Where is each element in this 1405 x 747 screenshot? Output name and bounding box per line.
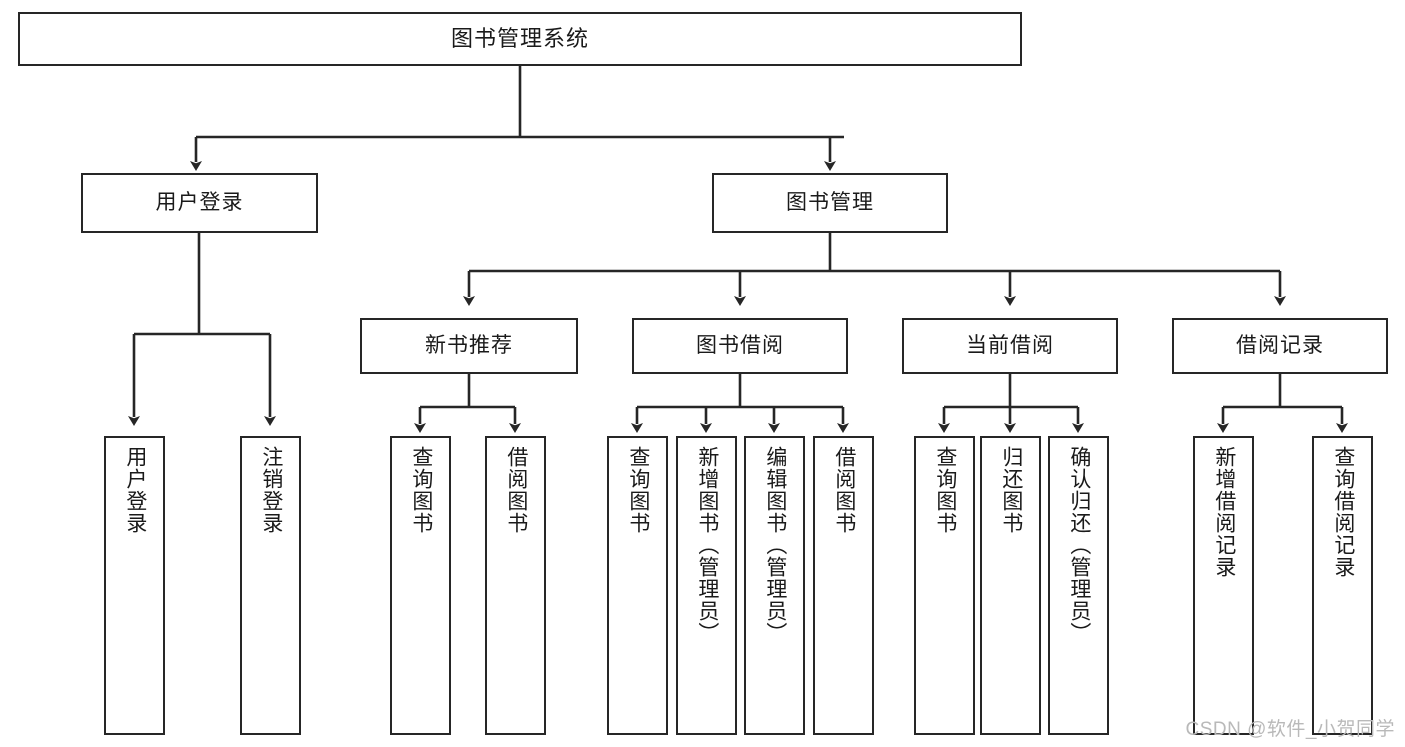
node-label: 查询图书 bbox=[626, 446, 650, 534]
leaf-record-query-record[interactable]: 查询借阅记录 bbox=[1312, 436, 1373, 735]
leaf-borrow-borrow-book[interactable]: 借阅图书 bbox=[813, 436, 874, 735]
node-root-system[interactable]: 图书管理系统 bbox=[18, 12, 1022, 66]
node-user-login[interactable]: 用户登录 bbox=[81, 173, 318, 233]
node-label: 确认归还（管理员） bbox=[1067, 446, 1091, 644]
leaf-recommend-borrow-book[interactable]: 借阅图书 bbox=[485, 436, 546, 735]
leaf-record-add-record[interactable]: 新增借阅记录 bbox=[1193, 436, 1254, 735]
node-label: 借阅图书 bbox=[504, 446, 528, 534]
node-label: 借阅记录 bbox=[1236, 334, 1324, 358]
node-label: 图书管理系统 bbox=[450, 25, 589, 51]
leaf-current-return-book[interactable]: 归还图书 bbox=[980, 436, 1041, 735]
leaf-user-login-logout[interactable]: 注销登录 bbox=[240, 436, 301, 735]
node-book-management[interactable]: 图书管理 bbox=[712, 173, 948, 233]
leaf-current-confirm-return-admin[interactable]: 确认归还（管理员） bbox=[1048, 436, 1109, 735]
leaf-borrow-query-book[interactable]: 查询图书 bbox=[607, 436, 668, 735]
node-book-borrow[interactable]: 图书借阅 bbox=[632, 318, 848, 374]
node-label: 图书管理 bbox=[786, 191, 874, 215]
node-label: 用户登录 bbox=[123, 446, 147, 534]
leaf-user-login-login[interactable]: 用户登录 bbox=[104, 436, 165, 735]
leaf-recommend-query-book[interactable]: 查询图书 bbox=[390, 436, 451, 735]
node-label: 归还图书 bbox=[999, 446, 1023, 534]
node-label: 查询图书 bbox=[933, 446, 957, 534]
node-label: 新书推荐 bbox=[425, 334, 513, 358]
leaf-borrow-edit-book-admin[interactable]: 编辑图书（管理员） bbox=[744, 436, 805, 735]
node-borrow-record[interactable]: 借阅记录 bbox=[1172, 318, 1388, 374]
node-label: 新增图书（管理员） bbox=[695, 446, 719, 644]
node-label: 图书借阅 bbox=[696, 334, 784, 358]
node-label: 查询借阅记录 bbox=[1331, 446, 1355, 578]
node-new-book-recommend[interactable]: 新书推荐 bbox=[360, 318, 578, 374]
node-label: 编辑图书（管理员） bbox=[763, 446, 787, 644]
node-label: 新增借阅记录 bbox=[1212, 446, 1236, 578]
node-current-borrow[interactable]: 当前借阅 bbox=[902, 318, 1118, 374]
node-label: 当前借阅 bbox=[966, 334, 1054, 358]
node-label: 查询图书 bbox=[409, 446, 433, 534]
node-label: 注销登录 bbox=[259, 446, 283, 534]
leaf-current-query-book[interactable]: 查询图书 bbox=[914, 436, 975, 735]
node-label: 借阅图书 bbox=[832, 446, 856, 534]
node-label: 用户登录 bbox=[155, 191, 244, 215]
leaf-borrow-add-book-admin[interactable]: 新增图书（管理员） bbox=[676, 436, 737, 735]
